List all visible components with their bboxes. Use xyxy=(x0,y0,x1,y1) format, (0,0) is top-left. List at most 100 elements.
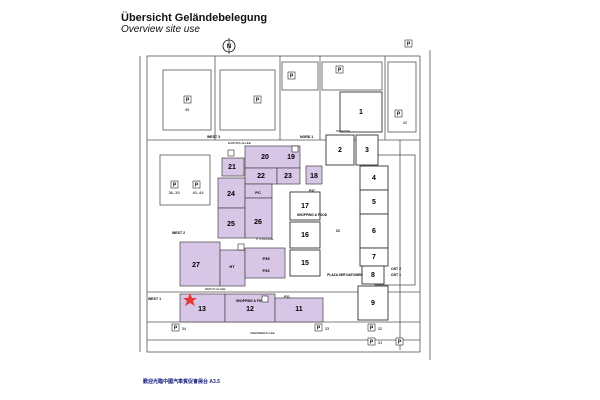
svg-text:P: P xyxy=(195,183,199,189)
hall-8[interactable] xyxy=(361,265,385,285)
svg-text:15: 15 xyxy=(301,260,309,267)
hall-18[interactable] xyxy=(305,165,323,185)
svg-text:13: 13 xyxy=(198,306,206,313)
highlighted-halls xyxy=(179,145,324,323)
hall-27[interactable] xyxy=(179,241,221,287)
svg-text:SHOPPING & FOOD: SHOPPING & FOOD xyxy=(236,299,267,303)
svg-text:40–44: 40–44 xyxy=(192,190,204,195)
svg-text:P: P xyxy=(186,98,190,104)
svg-text:34: 34 xyxy=(182,326,187,331)
svg-text:3: 3 xyxy=(365,147,369,154)
svg-text:KREMMERALLEE: KREMMERALLEE xyxy=(250,331,275,335)
svg-text:4: 4 xyxy=(372,175,376,182)
svg-text:18: 18 xyxy=(310,173,318,180)
info-icon xyxy=(227,149,235,157)
svg-text:CC: CC xyxy=(336,229,341,233)
svg-text:PLAZA DER NATIONEN: PLAZA DER NATIONEN xyxy=(327,273,363,277)
info-icon xyxy=(291,145,299,153)
svg-text:P11: P11 xyxy=(284,295,290,299)
svg-text:P: P xyxy=(256,98,260,104)
gate-nord-1: NORD 1 xyxy=(300,135,313,139)
gate-west-3: WEST 3 xyxy=(207,135,220,139)
hall-3[interactable] xyxy=(355,134,379,166)
parking-numbers: 45 36–39 40–44 34 33 32 31 42 xyxy=(168,107,408,345)
svg-text:16: 16 xyxy=(301,232,309,239)
gate-labels: WEST 3 WEST 2 WEST 1 OST 2 OST 1 NORD 1 xyxy=(148,135,401,301)
svg-text:7: 7 xyxy=(372,254,376,261)
svg-text:17: 17 xyxy=(301,203,309,210)
hall-6[interactable] xyxy=(359,213,389,249)
svg-text:P: P xyxy=(174,326,178,332)
svg-text:PC: PC xyxy=(255,190,261,195)
hall-17[interactable] xyxy=(289,191,321,221)
parking-icon: P xyxy=(367,323,376,332)
svg-text:8: 8 xyxy=(371,272,375,279)
svg-text:12: 12 xyxy=(246,306,254,313)
parking-icon: P xyxy=(170,180,179,189)
info-icons xyxy=(227,145,299,303)
hall-p35[interactable] xyxy=(244,247,286,279)
hall-21[interactable] xyxy=(221,157,245,177)
hall-26[interactable] xyxy=(244,197,273,239)
parking-icon: P xyxy=(335,65,344,74)
svg-text:P: P xyxy=(397,112,401,118)
svg-text:P33: P33 xyxy=(262,268,270,273)
hall-5[interactable] xyxy=(359,189,389,215)
hall-16[interactable] xyxy=(289,221,321,249)
hall-labels: 20 19 21 22 23 18 24 25 26 27 13 12 11 P… xyxy=(192,109,376,313)
gate-ost-2: OST 2 xyxy=(391,267,401,271)
page-title: Übersicht Geländebelegung xyxy=(121,12,268,24)
footer-note: 歡迎光臨中國汽車貿促會展台 A3.5 xyxy=(143,379,220,385)
info-icon xyxy=(237,243,245,251)
svg-text:20: 20 xyxy=(261,154,269,161)
hall-25[interactable] xyxy=(217,207,246,239)
hall-15[interactable] xyxy=(289,249,321,277)
hall-4[interactable] xyxy=(359,165,389,191)
parking-icon: P xyxy=(367,337,376,346)
parking-icon: P xyxy=(253,95,262,104)
street-labels: EUROPA-ALLEE STRASSE 5. STRASSE DEPOT-AL… xyxy=(205,129,350,335)
svg-text:32: 32 xyxy=(378,326,383,331)
hall-9[interactable] xyxy=(357,285,389,321)
svg-text:11: 11 xyxy=(295,306,303,313)
svg-text:P: P xyxy=(338,68,342,74)
svg-text:HT: HT xyxy=(229,264,235,269)
svg-text:45: 45 xyxy=(185,107,190,112)
svg-text:P: P xyxy=(370,340,374,346)
parking-icon: P xyxy=(192,180,201,189)
svg-text:P: P xyxy=(290,74,294,80)
svg-text:23: 23 xyxy=(284,173,292,180)
svg-text:26: 26 xyxy=(254,219,262,226)
hall-ht[interactable] xyxy=(219,249,246,287)
info-icon xyxy=(261,295,269,303)
svg-text:P: P xyxy=(173,183,177,189)
star-marker-icon xyxy=(183,293,197,306)
gate-ost-1: OST 1 xyxy=(391,273,401,277)
hall-2[interactable] xyxy=(325,134,355,166)
hall-23[interactable] xyxy=(276,167,301,185)
page-subtitle: Overview site use xyxy=(121,24,200,35)
svg-text:22: 22 xyxy=(257,173,265,180)
svg-text:36–39: 36–39 xyxy=(168,190,180,195)
svg-text:5: 5 xyxy=(372,199,376,206)
hall-24[interactable] xyxy=(217,177,246,209)
svg-text:5. STRASSE: 5. STRASSE xyxy=(256,237,273,241)
svg-text:1: 1 xyxy=(359,109,363,116)
parking-icon: P xyxy=(171,323,180,332)
parking-icon: P xyxy=(404,39,413,48)
plain-halls xyxy=(289,91,389,321)
svg-text:P: P xyxy=(407,42,411,48)
svg-text:24: 24 xyxy=(227,191,235,198)
hall-1[interactable] xyxy=(339,91,383,133)
svg-text:21: 21 xyxy=(228,164,236,171)
svg-text:STRASSE: STRASSE xyxy=(336,129,350,133)
svg-text:42: 42 xyxy=(403,120,408,125)
svg-text:27: 27 xyxy=(192,262,200,269)
svg-text:DEPOT-ALLEE: DEPOT-ALLEE xyxy=(205,287,226,291)
parking-icon: P xyxy=(395,337,404,346)
parking-icon: P xyxy=(314,323,323,332)
svg-text:EUROPA-ALLEE: EUROPA-ALLEE xyxy=(228,141,251,145)
hall-11[interactable] xyxy=(274,297,324,323)
building-labels: SHOPPING & FOOD SHOPPING & FOOD PLAZA DE… xyxy=(236,189,363,303)
